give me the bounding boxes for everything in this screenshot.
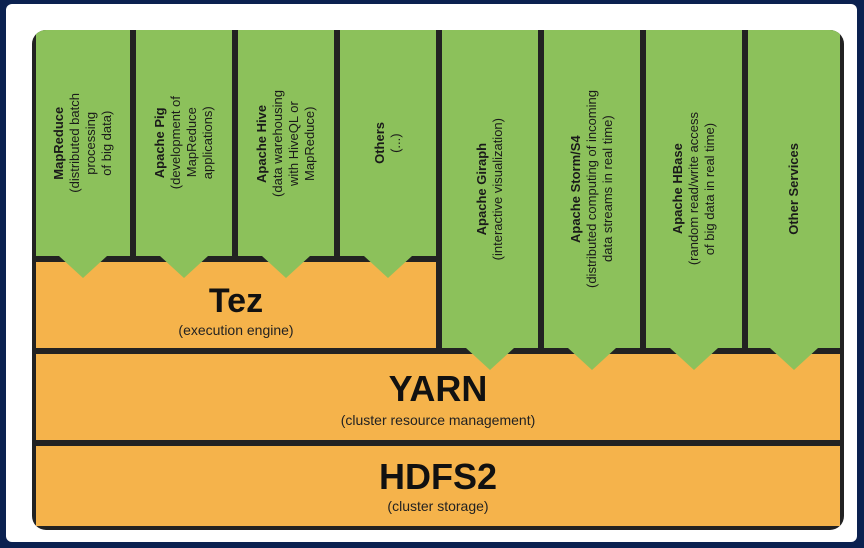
column-subtitle: (development of (168, 96, 183, 190)
column-subtitle: with HiveQL or (286, 100, 301, 186)
column-mapreduce: MapReduce (distributed batch processing … (36, 30, 130, 256)
column-apache-hive: Apache Hive (data warehousing with HiveQ… (238, 30, 334, 256)
column-apache-hbase: Apache HBase (random read/write access o… (646, 30, 742, 348)
column-arrow (568, 348, 616, 370)
column-title: Others (372, 122, 387, 164)
tez-title: Tez (208, 282, 264, 320)
column-apache-giraph: Apache Giraph (interactive visualization… (442, 30, 538, 348)
column-subtitle: (interactive visualization) (490, 117, 505, 261)
column-title: Apache HBase (670, 143, 685, 235)
column-other-services: Other Services (748, 30, 840, 348)
column-arrow (770, 348, 818, 370)
hdfs-layer: HDFS2 (cluster storage) (36, 446, 840, 526)
hdfs-subtitle: (cluster storage) (387, 498, 489, 514)
hadoop-stack-diagram: Tez (execution engine) YARN (cluster res… (32, 30, 844, 530)
column-arrow (262, 256, 310, 278)
yarn-title: YARN (388, 368, 488, 409)
column-subtitle: (distributed computing of incoming (584, 90, 599, 288)
column-subtitle: of big data) (99, 110, 114, 176)
column-apache-storm: Apache Storm/S4 (distributed computing o… (544, 30, 640, 348)
column-title: MapReduce (51, 106, 66, 180)
column-arrow (364, 256, 412, 278)
yarn-layer: YARN (cluster resource management) (36, 354, 840, 440)
column-apache-pig: Apache Pig (development of MapReduce app… (136, 30, 232, 256)
column-arrow (160, 256, 208, 278)
column-title: Apache Giraph (474, 142, 489, 236)
column-subtitle: (data warehousing (270, 89, 285, 197)
column-title: Apache Pig (152, 107, 167, 179)
column-arrow (466, 348, 514, 370)
column-others: Others (...) (340, 30, 436, 256)
column-subtitle: (distributed batch (67, 93, 82, 193)
column-subtitle: data streams in real time) (600, 115, 615, 263)
column-title: Other Services (786, 143, 801, 235)
column-subtitle: applications) (200, 106, 215, 180)
tez-subtitle: (execution engine) (178, 322, 294, 338)
column-subtitle: MapReduce (184, 107, 199, 179)
diagram-frame: Tez (execution engine) YARN (cluster res… (6, 4, 857, 542)
column-subtitle: processing (83, 111, 98, 175)
column-arrow (670, 348, 718, 370)
yarn-subtitle: (cluster resource management) (340, 412, 536, 428)
hdfs-title: HDFS2 (378, 456, 498, 497)
column-subtitle: (random read/write access (686, 112, 701, 266)
column-subtitle: MapReduce) (302, 105, 317, 181)
column-title: Apache Hive (254, 103, 269, 183)
column-subtitle: of big data in real time) (702, 122, 717, 256)
column-subtitle: (...) (388, 133, 403, 153)
column-title: Apache Storm/S4 (568, 135, 583, 243)
column-arrow (59, 256, 107, 278)
